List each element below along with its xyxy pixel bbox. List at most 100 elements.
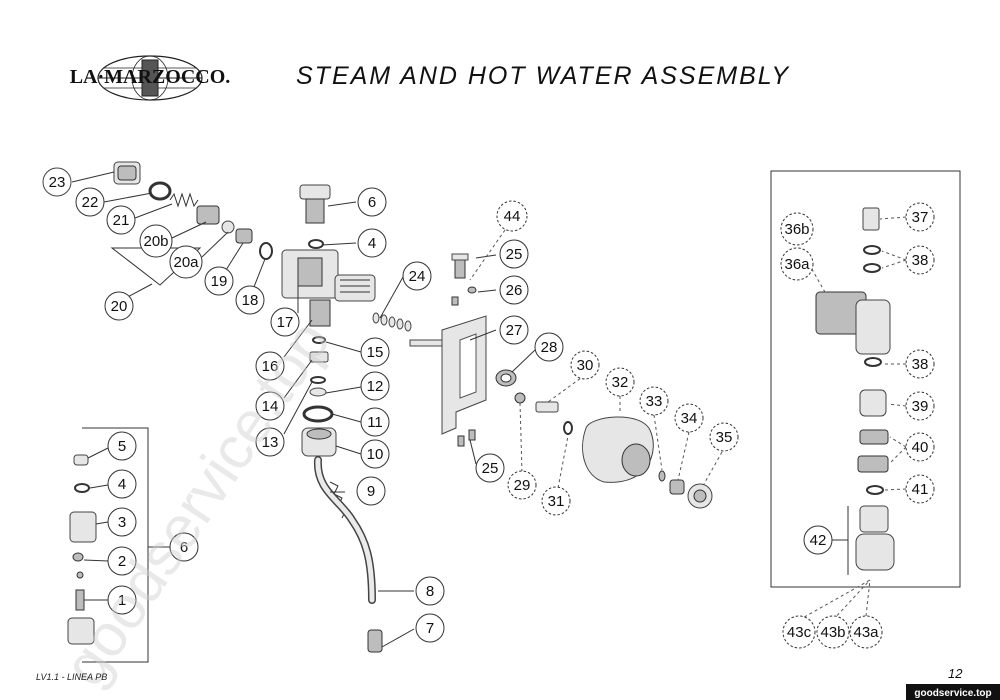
svg-text:34: 34 xyxy=(681,410,698,427)
svg-text:42: 42 xyxy=(810,532,827,549)
callout-14: 14 xyxy=(255,391,285,421)
callout-17: 17 xyxy=(270,307,300,337)
svg-text:38: 38 xyxy=(912,356,929,373)
part-22-ring xyxy=(148,181,172,201)
part-19-bushing xyxy=(235,228,253,244)
callout-9: 9 xyxy=(356,476,386,506)
part-28-nut xyxy=(495,369,517,387)
svg-text:7: 7 xyxy=(426,620,434,637)
part-20b-nut xyxy=(196,205,220,225)
part-12-washer xyxy=(309,387,327,397)
callout-38-top: 38 xyxy=(905,245,935,275)
callout-20b: 20b xyxy=(139,224,173,258)
part-11-gasket xyxy=(302,405,334,423)
svg-text:14: 14 xyxy=(262,398,279,415)
svg-text:40: 40 xyxy=(912,439,929,456)
callout-33: 33 xyxy=(639,386,669,416)
callout-10: 10 xyxy=(360,439,390,469)
part-15-ring xyxy=(312,336,326,344)
svg-text:28: 28 xyxy=(541,339,558,356)
svg-text:30: 30 xyxy=(577,357,594,374)
part-4-top-ring xyxy=(308,239,324,249)
callout-7: 7 xyxy=(415,613,445,643)
callout-1: 1 xyxy=(107,585,137,615)
callout-24: 24 xyxy=(402,261,432,291)
callout-23: 23 xyxy=(42,167,72,197)
callout-32: 32 xyxy=(605,367,635,397)
part-6-top-fitting xyxy=(299,184,331,224)
callout-13: 13 xyxy=(255,427,285,457)
callout-16: 16 xyxy=(255,351,285,381)
callout-26: 26 xyxy=(499,275,529,305)
part-32-knob xyxy=(582,416,654,483)
callout-11: 11 xyxy=(360,407,390,437)
svg-text:6: 6 xyxy=(180,539,188,556)
svg-text:12: 12 xyxy=(367,378,384,395)
callout-43a: 43a xyxy=(849,615,883,649)
solenoid-box xyxy=(770,170,961,588)
callout-42: 42 xyxy=(803,525,833,555)
svg-text:18: 18 xyxy=(242,292,259,309)
callout-41: 41 xyxy=(905,474,935,504)
svg-text:1: 1 xyxy=(118,592,126,609)
part-26-nut xyxy=(467,286,477,294)
svg-text:21: 21 xyxy=(113,212,130,229)
callout-27: 27 xyxy=(499,315,529,345)
callout-25-bottom: 25 xyxy=(475,453,505,483)
part-13-ring xyxy=(310,376,326,384)
part-31-ring xyxy=(563,421,573,435)
svg-text:10: 10 xyxy=(367,446,384,463)
svg-text:41: 41 xyxy=(912,481,929,498)
callout-4-inset: 4 xyxy=(107,469,137,499)
part-21-spring xyxy=(169,192,199,208)
part-10-ball-joint xyxy=(301,427,337,457)
callout-3: 3 xyxy=(107,507,137,537)
part-35-cap xyxy=(687,483,713,509)
callout-35: 35 xyxy=(709,422,739,452)
svg-text:24: 24 xyxy=(409,268,426,285)
svg-text:19: 19 xyxy=(211,273,228,290)
svg-text:36b: 36b xyxy=(784,221,809,238)
callout-36a: 36a xyxy=(780,247,814,281)
svg-text:43b: 43b xyxy=(820,624,845,641)
callout-4-top: 4 xyxy=(357,228,387,258)
page-number: 12 xyxy=(948,666,963,681)
svg-text:20a: 20a xyxy=(173,254,199,271)
svg-text:11: 11 xyxy=(367,414,383,431)
svg-text:27: 27 xyxy=(506,322,523,339)
leader-lines xyxy=(71,171,848,648)
callout-22: 22 xyxy=(75,187,105,217)
callout-12: 12 xyxy=(360,371,390,401)
svg-text:38: 38 xyxy=(912,252,929,269)
callout-8: 8 xyxy=(415,576,445,606)
callout-19: 19 xyxy=(204,266,234,296)
callout-36b: 36b xyxy=(780,212,814,246)
callout-6-top: 6 xyxy=(357,187,387,217)
part-34-nut xyxy=(669,479,685,495)
part-17-valve-body xyxy=(281,249,376,302)
brand-logo: LA·MARZOCCO. xyxy=(70,55,231,101)
part-44-screw xyxy=(451,253,469,279)
callout-18: 18 xyxy=(235,285,265,315)
part-18-oring xyxy=(259,242,273,260)
callout-40: 40 xyxy=(905,432,935,462)
callout-29: 29 xyxy=(507,470,537,500)
svg-text:29: 29 xyxy=(514,477,531,494)
svg-text:4: 4 xyxy=(368,235,376,252)
svg-text:25: 25 xyxy=(506,246,523,263)
svg-text:20: 20 xyxy=(111,298,128,315)
svg-text:4: 4 xyxy=(118,476,126,493)
part-14-washer xyxy=(309,351,329,363)
svg-text:44: 44 xyxy=(504,208,521,225)
svg-text:37: 37 xyxy=(912,209,929,226)
svg-text:22: 22 xyxy=(82,194,99,211)
svg-text:33: 33 xyxy=(646,393,663,410)
svg-text:16: 16 xyxy=(262,358,279,375)
svg-text:39: 39 xyxy=(912,398,929,415)
callout-21: 21 xyxy=(106,205,136,235)
svg-text:20b: 20b xyxy=(143,233,168,250)
brand-text: LA·MARZOCCO. xyxy=(70,66,231,88)
svg-text:31: 31 xyxy=(548,493,565,510)
svg-text:5: 5 xyxy=(118,438,126,455)
